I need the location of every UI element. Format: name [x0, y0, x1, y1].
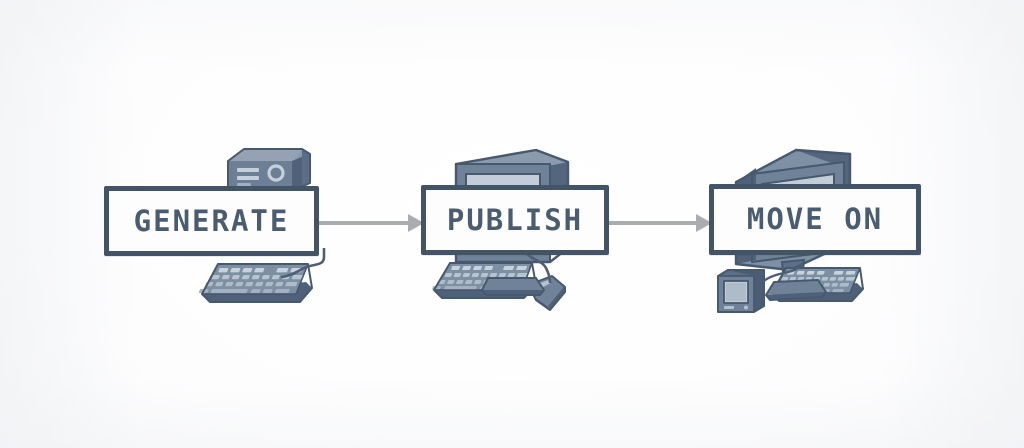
step-box-publish[interactable]: PUBLISH: [421, 185, 609, 255]
step-box-moveon[interactable]: MOVE ON: [709, 184, 921, 255]
step-box-generate[interactable]: GENERATE: [104, 186, 319, 256]
flow-arrow-publish-to-moveon: [608, 214, 712, 232]
small-monitor-icon: [717, 269, 765, 313]
flow-arrow-generate-to-publish: [318, 214, 424, 232]
step-label-publish: PUBLISH: [446, 202, 584, 237]
monitor-base-icon: [765, 279, 827, 301]
keyboard-icon: [770, 267, 864, 302]
step-label-generate: GENERATE: [133, 203, 290, 238]
step-label-moveon: MOVE ON: [746, 201, 884, 237]
keyboard-cable-icon: [762, 262, 804, 283]
